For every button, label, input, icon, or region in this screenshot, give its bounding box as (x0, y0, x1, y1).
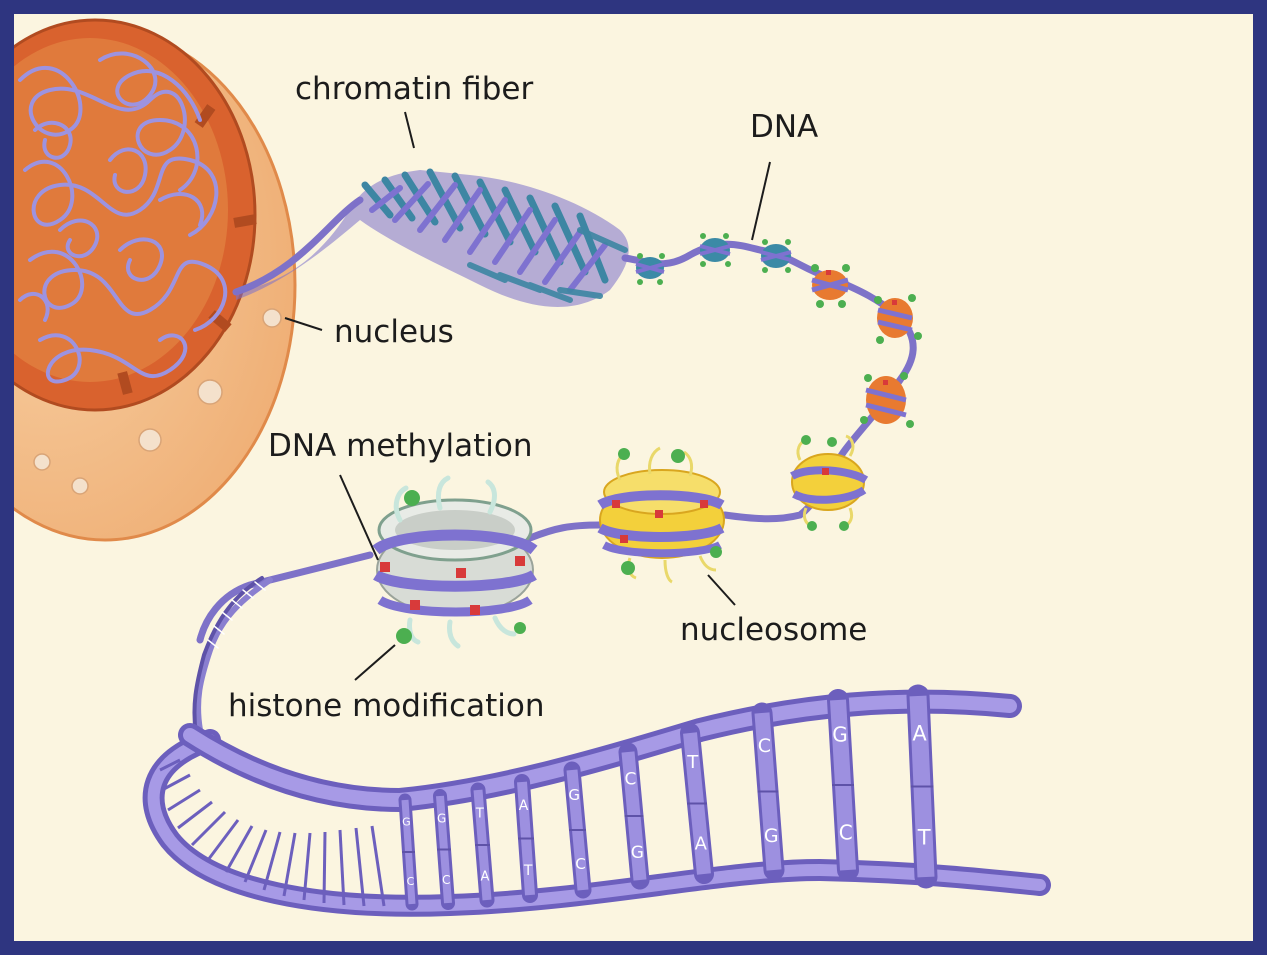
base-letter-bottom: C (442, 873, 450, 887)
leader-lines (284, 111, 771, 681)
base-letter-top: T (475, 806, 484, 821)
nucleosome-small-6 (860, 372, 914, 428)
base-pair-3: TA (470, 782, 495, 908)
leader-nucleosome (707, 574, 736, 606)
base-pair-5: GC (563, 761, 592, 899)
base-letter-top: A (912, 721, 927, 745)
base-letter-bottom: A (481, 870, 490, 885)
label-dna-methylation: DNA methylation (268, 428, 533, 464)
dna-helix-twist (192, 576, 273, 737)
nucleosome-small-4 (811, 264, 850, 308)
base-letter-bottom: C (407, 875, 415, 888)
base-pair-2: GC (433, 789, 455, 910)
base-letter-top: G (832, 723, 848, 747)
label-nucleosome: nucleosome (680, 612, 867, 648)
nucleosome-large (597, 446, 725, 584)
leader-dna (751, 161, 771, 241)
small-nucleosomes (635, 233, 922, 428)
base-letter-top: C (758, 735, 771, 757)
base-pair-7: TA (680, 723, 714, 884)
label-histone-modification: histone modification (228, 688, 545, 724)
nucleosome-methylated (372, 475, 538, 649)
nucleosome-small-3 (760, 239, 792, 273)
base-pair-4: AT (514, 774, 538, 903)
leader-dna-methylation (339, 474, 379, 561)
base-pair-9: GC (827, 689, 859, 881)
tangled-chromatin (18, 51, 228, 384)
base-letter-bottom: G (631, 843, 644, 863)
base-pair-8: CG (751, 702, 785, 881)
base-letter-top: T (686, 752, 699, 773)
base-letter-top: C (624, 769, 636, 789)
base-letter-bottom: C (575, 855, 585, 873)
nuclear-vesicles (33, 308, 282, 495)
base-pair-10: AT (906, 684, 938, 889)
base-letter-top: G (402, 815, 411, 828)
leader-nucleus (284, 317, 323, 331)
nucleosome-small-5 (874, 294, 922, 344)
base-pair-6: CG (618, 742, 650, 890)
leader-histone-modification (354, 644, 396, 681)
base-letter-top: G (568, 786, 580, 804)
dna-ladder (142, 689, 1051, 917)
label-chromatin-fiber: chromatin fiber (295, 71, 533, 107)
base-pair-1: GC (398, 793, 419, 911)
label-nucleus: nucleus (334, 314, 454, 350)
base-letter-bottom: A (695, 833, 708, 854)
nucleosome-small-2 (699, 233, 731, 267)
base-letter-bottom: T (917, 825, 931, 849)
chromatin-fiber (236, 168, 629, 307)
base-letter-top: G (437, 811, 446, 825)
label-dna: DNA (750, 109, 818, 145)
leader-chromatin-fiber (404, 111, 415, 149)
base-letter-bottom: G (764, 825, 779, 847)
base-letter-bottom: T (523, 863, 533, 879)
nucleosome-medium (790, 434, 869, 531)
nucleosome-small-1 (635, 253, 665, 285)
base-letter-bottom: C (839, 820, 853, 844)
base-letter-top: A (519, 798, 529, 814)
nucleus (14, 18, 297, 542)
